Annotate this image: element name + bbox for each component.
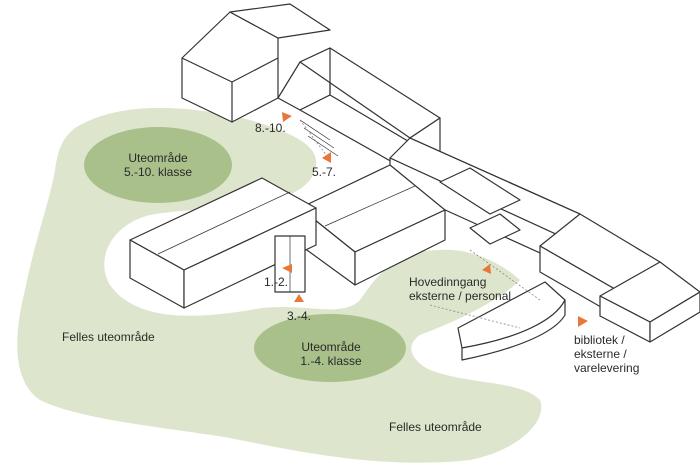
arrow-library: [578, 316, 588, 327]
school-buildings: [129, 3, 700, 361]
lower-yard-shape: [254, 314, 406, 382]
arrow-main-entrance: [482, 264, 491, 274]
arrow-3-4: [294, 294, 304, 302]
arrow-8-10: [282, 112, 292, 122]
walkway-lines: [299, 119, 541, 329]
library-line-2: eksterne /: [574, 347, 627, 361]
library-line-1: bibliotek /: [574, 333, 625, 347]
main-entrance-title: Hovedinngang: [409, 275, 487, 289]
entrance-1-2-label: 1.-2.: [264, 275, 289, 289]
lower-yard-grades: 1.-4. klasse: [300, 354, 362, 368]
lower-yard-label: Uteområde 1.-4. klasse: [281, 340, 381, 368]
common-area-bottom-label: Felles uteområde: [389, 420, 482, 434]
upper-yard-label: Uteområde 5.-10. klasse: [108, 151, 208, 179]
entrance-8-10-label: 8.-10.: [255, 121, 286, 135]
entrance-5-7-label: 5.-7.: [312, 165, 337, 179]
library-entrance-label: bibliotek / eksterne / varelevering: [574, 333, 639, 375]
entrance-3-4-label: 3.-4.: [287, 309, 312, 323]
lower-yard-title: Uteområde: [301, 340, 361, 354]
upper-yard-grades: 5.-10. klasse: [123, 165, 193, 179]
main-entrance-label: Hovedinngang eksterne / personal: [409, 275, 511, 303]
common-area-left-label: Felles uteområde: [62, 330, 155, 344]
upper-yard-title: Uteområde: [128, 151, 188, 165]
main-entrance-subtitle: eksterne / personal: [409, 289, 512, 303]
arrow-5-7: [322, 152, 331, 163]
arrow-1-2: [282, 264, 292, 273]
upper-yard-shape: [84, 127, 232, 203]
library-line-3: varelevering: [574, 361, 640, 375]
